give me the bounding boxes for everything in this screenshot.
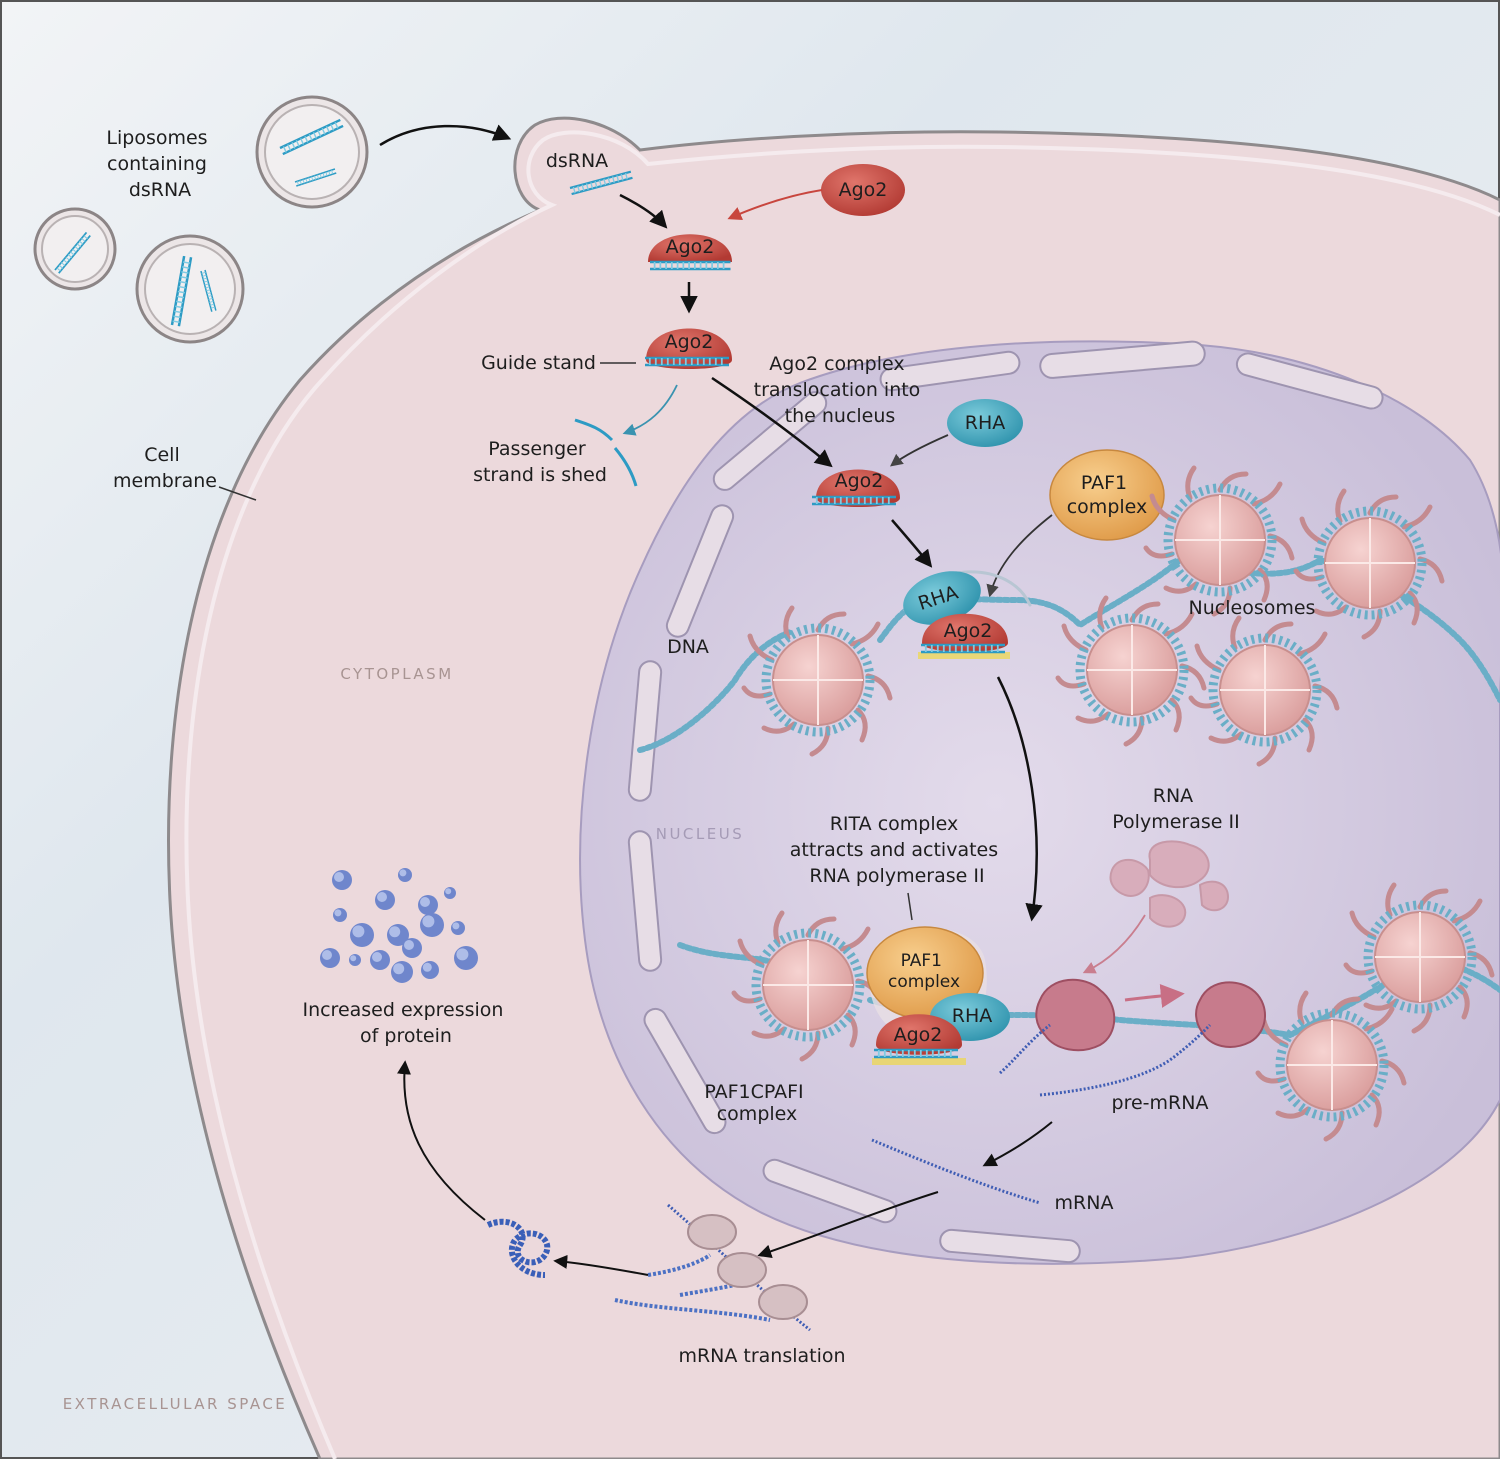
liposome-small-right	[135, 234, 245, 344]
svg-text:Passenger strand is shed: Passenger strand is shed	[473, 438, 607, 486]
liposome-small-left	[33, 207, 117, 291]
increased-label-1: Increased expression	[302, 999, 503, 1021]
liposome-large	[255, 95, 369, 209]
paf1c-label-2: complex	[717, 1103, 798, 1125]
ago2-nucleus	[810, 469, 900, 507]
translation-label: mRNA translation	[678, 1345, 845, 1367]
ago2-label: Ago2	[835, 470, 884, 492]
mrna-label: mRNA	[1055, 1192, 1114, 1214]
cell-membrane-label-2: membrane	[113, 470, 217, 492]
folded-protein	[486, 1218, 551, 1278]
paf1-label-1: PAF1	[1081, 472, 1127, 494]
paf1-free	[1049, 449, 1165, 541]
svg-text:Ago2 complex translocation: Ago2 complex translocation into the nucl…	[754, 353, 927, 427]
ago2-label: Ago2	[839, 179, 888, 201]
paf1-label-2: complex	[888, 972, 960, 992]
rna-pol-label-1: RNA	[1153, 785, 1193, 807]
rna-polymerase-transcribing	[1035, 978, 1267, 1052]
svg-text:Liposomes containing d: Liposomes containing dsRNA	[106, 127, 213, 201]
svg-text:PAF1 complex: PAF1 complex	[1067, 472, 1148, 518]
passenger-strand	[574, 418, 638, 487]
rha-free	[947, 399, 1023, 447]
ago2-label: Ago2	[666, 236, 715, 258]
ago2-label: Ago2	[944, 620, 993, 642]
liposomes-label-2: containing	[107, 153, 207, 175]
translocation-label-2: translocation into	[754, 379, 921, 401]
dna-label: DNA	[667, 636, 709, 658]
pre-mrna-label: pre-mRNA	[1112, 1092, 1209, 1114]
ago2-loaded	[648, 234, 732, 271]
svg-text:PAF1 complex: PAF1 complex	[888, 951, 960, 992]
ago2-label: Ago2	[894, 1024, 943, 1046]
ago2-guide	[643, 328, 732, 369]
mrna-translation	[614, 1203, 811, 1332]
svg-text:Increased expression of pr: Increased expression of protein	[302, 999, 509, 1047]
cell-membrane-label-1: Cell	[144, 444, 180, 466]
liposome-uptake-arrow	[379, 124, 512, 147]
dsrna-label: dsRNA	[546, 150, 608, 172]
svg-text:PAF1CPAFI complex: PAF1CPAFI complex	[704, 1081, 809, 1125]
translocation-label-3: the nucleus	[785, 405, 896, 427]
passenger-label-2: strand is shed	[473, 464, 607, 486]
mrna	[871, 1138, 1041, 1205]
rita-complex-active	[866, 926, 1010, 1065]
ago2-free	[821, 164, 905, 216]
svg-text:RNA Polymerase II: RNA Polymerase II	[1112, 785, 1239, 833]
nucleosomes-label: Nucleosomes	[1189, 597, 1316, 619]
rha-label: RHA	[952, 1005, 993, 1027]
ago2-label: Ago2	[665, 331, 714, 353]
rita-label-3: RNA polymerase II	[809, 865, 984, 887]
guide-strand-label: Guide stand	[481, 352, 596, 374]
liposomes-label-1: Liposomes	[106, 127, 207, 149]
nucleus-label: NUCLEUS	[656, 825, 745, 843]
increased-label-2: of protein	[360, 1025, 452, 1047]
extracellular-label: EXTRACELLULAR SPACE	[63, 1395, 288, 1413]
paf1-label-2: complex	[1067, 496, 1148, 518]
rita-label-1: RITA complex	[830, 813, 959, 835]
rna-polymerase-free	[1109, 840, 1230, 928]
rita-label-2: attracts and activates	[790, 839, 998, 861]
paf1c-label-1: PAF1CPAFI	[704, 1081, 803, 1103]
liposomes-label-3: dsRNA	[129, 179, 191, 201]
rna-pol-label-2: Polymerase II	[1112, 811, 1239, 833]
nuclear-envelope-pores	[627, 340, 1384, 1264]
svg-text:Cell membrane: Cell membrane	[113, 444, 217, 492]
rita-complex-binding	[903, 571, 1010, 659]
cytoplasm-label: CYTOPLASM	[340, 665, 453, 683]
passenger-label-1: Passenger	[488, 438, 586, 460]
paf1-label-1: PAF1	[901, 951, 942, 971]
rha-label: RHA	[965, 412, 1006, 434]
pre-mrna	[999, 1023, 1212, 1097]
translocation-label-1: Ago2 complex	[769, 353, 904, 375]
svg-text:RITA complex attracts and: RITA complex attracts and activates RNA …	[790, 813, 1004, 887]
